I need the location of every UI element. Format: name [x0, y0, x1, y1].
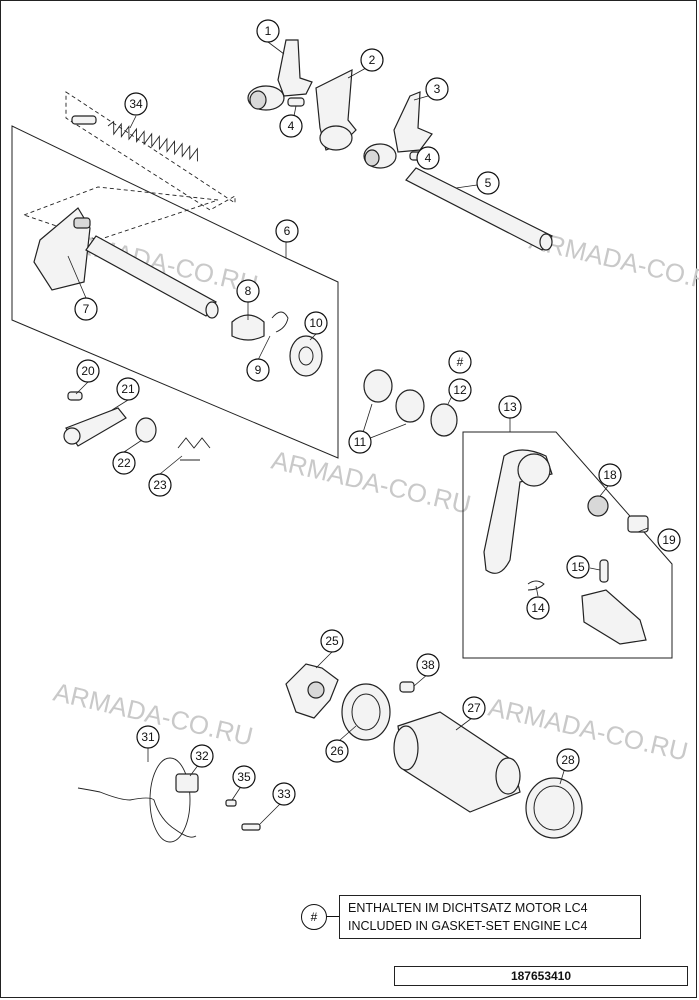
svg-text:26: 26	[330, 744, 344, 758]
callout-27: 27	[462, 696, 486, 720]
callout-23: 23	[148, 473, 172, 497]
svg-text:13: 13	[503, 400, 517, 414]
callout-3: 3	[425, 77, 449, 101]
svg-text:20: 20	[81, 364, 95, 378]
svg-text:#: #	[457, 355, 464, 369]
callout-13: 13	[498, 395, 522, 419]
svg-text:4: 4	[425, 151, 432, 165]
shift-shaft	[33, 207, 219, 319]
callout-25: 25	[320, 629, 344, 653]
callout-34: 34	[124, 92, 148, 116]
legend-line-1: ENTHALTEN IM DICHTSATZ MOTOR LC4	[348, 901, 588, 915]
svg-text:3: 3	[434, 82, 441, 96]
callout-1: 1	[256, 19, 280, 43]
callout-11: 11	[348, 430, 372, 454]
callout-9: 9	[246, 358, 270, 382]
svg-text:15: 15	[571, 560, 585, 574]
svg-text:34: 34	[129, 97, 143, 111]
callout-21: 21	[116, 377, 140, 401]
callout-18: 18	[598, 463, 622, 487]
callout-22: 22	[112, 451, 136, 475]
svg-text:14: 14	[531, 601, 545, 615]
svg-text:28: 28	[561, 753, 575, 767]
callout-8: 8	[236, 279, 260, 303]
legend-box: ENTHALTEN IM DICHTSATZ MOTOR LC4 INCLUDE…	[339, 895, 641, 939]
fork-shaft	[405, 167, 553, 251]
callout-31: 31	[136, 725, 160, 749]
spring-kit-dashed-box	[65, 91, 236, 211]
callout-38: 38	[416, 653, 440, 677]
legend-connector	[326, 916, 339, 917]
callout-7: 7	[74, 297, 98, 321]
svg-text:5: 5	[485, 176, 492, 190]
svg-text:10: 10	[309, 316, 323, 330]
callout-20: 20	[76, 359, 100, 383]
svg-text:19: 19	[662, 533, 676, 547]
shift-fork-2	[315, 68, 357, 151]
svg-text:22: 22	[117, 456, 131, 470]
callout-15: 15	[566, 555, 590, 579]
callout-6: 6	[275, 219, 299, 243]
svg-text:25: 25	[325, 634, 339, 648]
legend-line-2: INCLUDED IN GASKET-SET ENGINE LC4	[348, 919, 588, 933]
shift-lever	[483, 449, 649, 645]
callout-hash: #	[448, 350, 472, 374]
shift-drum	[393, 711, 521, 813]
callout-4b: 4	[416, 146, 440, 170]
callout-19: 19	[657, 528, 681, 552]
drum-bearing-outer	[525, 777, 583, 839]
callout-33: 33	[272, 782, 296, 806]
drum-bearing	[341, 683, 391, 741]
spring-kit	[71, 115, 198, 162]
document-number: 187653410	[394, 966, 688, 986]
svg-text:4: 4	[288, 119, 295, 133]
callout-5: 5	[476, 171, 500, 195]
svg-text:35: 35	[237, 770, 251, 784]
svg-text:31: 31	[141, 730, 155, 744]
callout-14: 14	[526, 596, 550, 620]
legend-symbol: #	[301, 904, 327, 930]
watermark: ARMADA-CO.RU	[269, 445, 474, 520]
shift-shaft-group-box	[11, 125, 339, 459]
svg-text:33: 33	[277, 787, 291, 801]
svg-text:38: 38	[421, 658, 435, 672]
svg-text:12: 12	[453, 383, 467, 397]
callout-2: 2	[360, 48, 384, 72]
shift-drum-locator	[285, 663, 339, 719]
svg-text:2: 2	[369, 53, 376, 67]
shift-lever-group-box	[462, 431, 673, 659]
needle-bearings	[363, 369, 458, 437]
svg-text:8: 8	[245, 284, 252, 298]
callout-4: 4	[279, 114, 303, 138]
shaft-collar	[231, 311, 323, 377]
svg-text:6: 6	[284, 224, 291, 238]
svg-text:1: 1	[265, 24, 272, 38]
svg-text:23: 23	[153, 478, 167, 492]
shift-fork-1	[247, 39, 313, 111]
svg-text:9: 9	[255, 363, 262, 377]
svg-text:32: 32	[195, 749, 209, 763]
detent-lever	[63, 391, 211, 461]
gear-sensor	[77, 757, 261, 843]
screw-38	[399, 681, 415, 693]
callout-10: 10	[304, 311, 328, 335]
svg-text:27: 27	[467, 701, 481, 715]
svg-text:7: 7	[83, 302, 90, 316]
svg-text:21: 21	[121, 382, 135, 396]
callout-35: 35	[232, 765, 256, 789]
svg-text:18: 18	[603, 468, 617, 482]
svg-text:11: 11	[354, 435, 367, 449]
watermark: ARMADA-CO.RU	[486, 692, 691, 767]
callout-32: 32	[190, 744, 214, 768]
callout-28: 28	[556, 748, 580, 772]
callout-12: 12	[448, 378, 472, 402]
callout-26: 26	[325, 739, 349, 763]
